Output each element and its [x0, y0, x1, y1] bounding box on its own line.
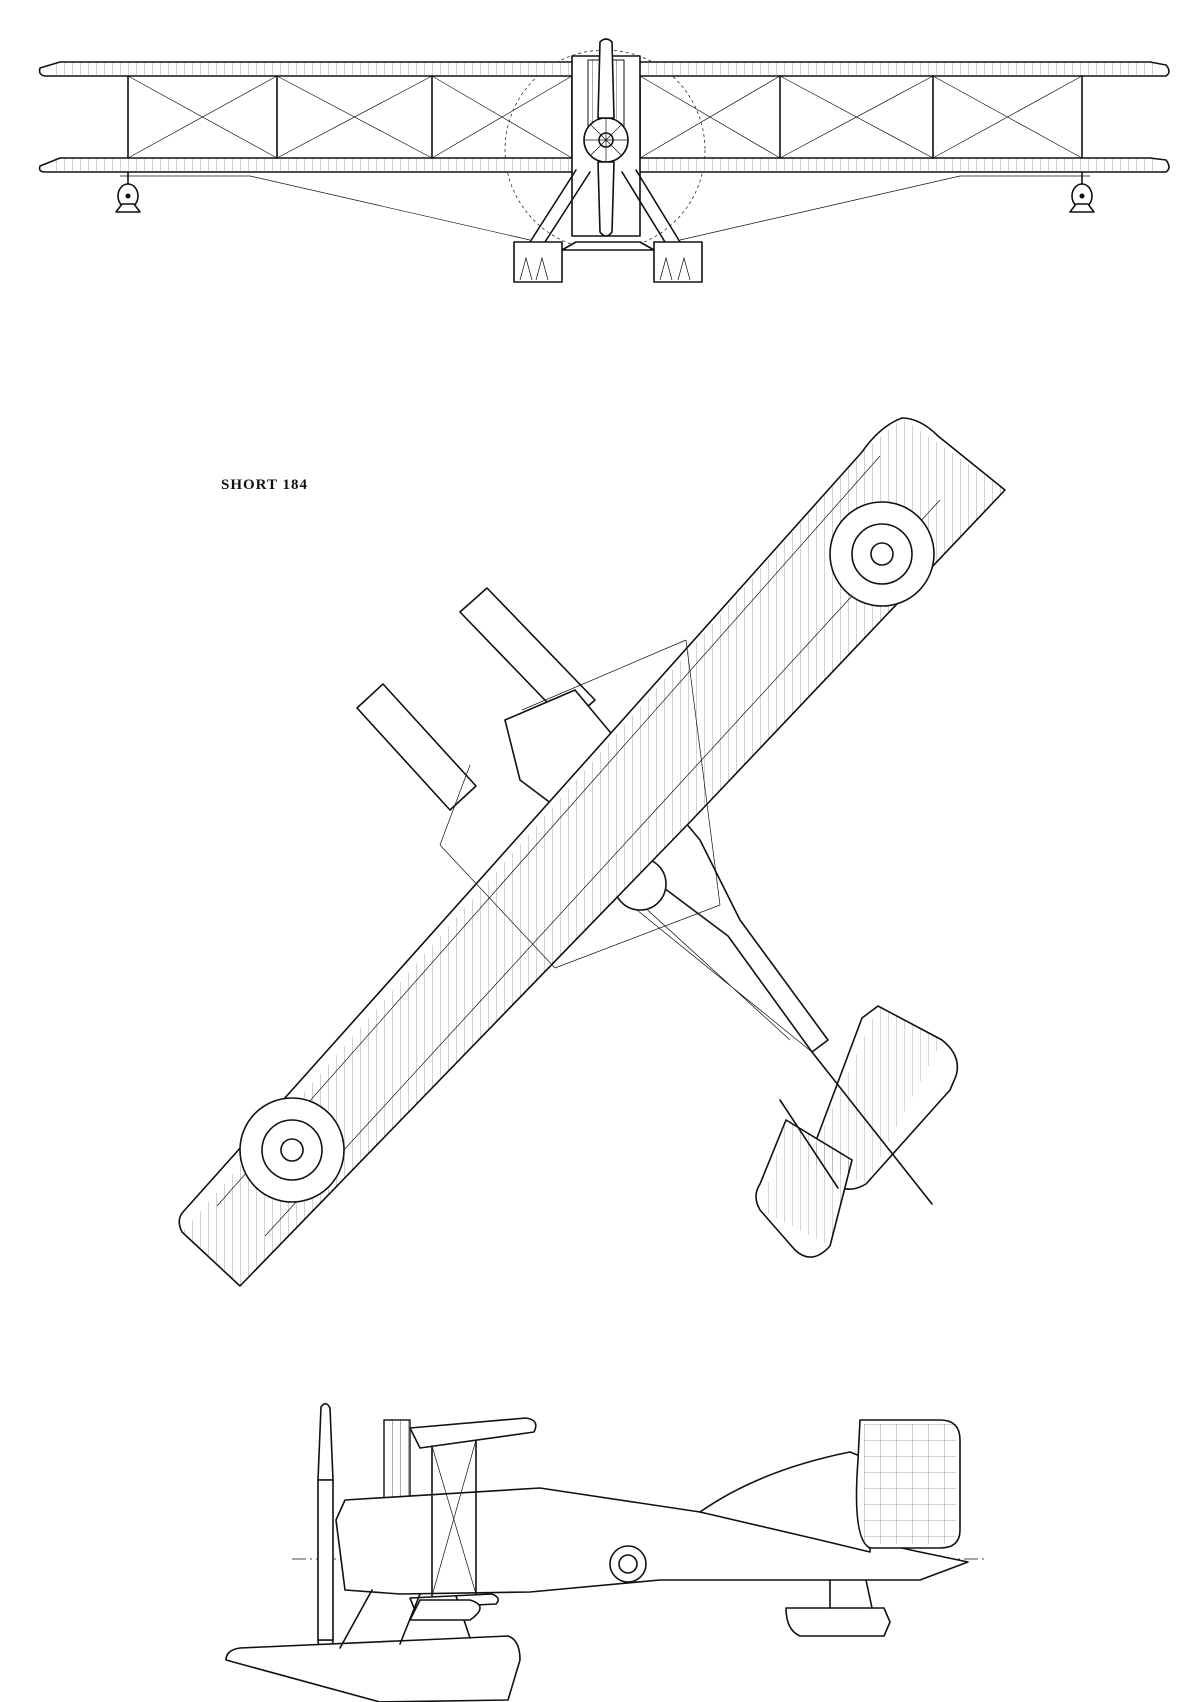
tail-float-side	[785, 1607, 891, 1637]
bracing-wires-front	[120, 75, 1090, 241]
wingtip-float-right	[1069, 171, 1095, 213]
rudder-plan	[779, 1051, 933, 1205]
float-plan-right	[459, 587, 596, 725]
exhaust-side	[409, 1599, 481, 1621]
float-right-front	[653, 241, 703, 283]
main-float-side	[225, 1635, 521, 1702]
plan-view	[178, 417, 1006, 1287]
upper-wing-side	[409, 1417, 537, 1449]
fuselage-side	[335, 1487, 969, 1595]
float-plan-left	[356, 683, 477, 811]
float-struts-front	[529, 169, 681, 243]
radiator-side	[383, 1419, 411, 1511]
propeller-blade-side-upper	[317, 1402, 334, 1481]
front-view	[38, 38, 1170, 283]
wingtip-float-left	[115, 171, 141, 213]
propeller-blade-upper	[597, 38, 615, 119]
side-view	[225, 1402, 985, 1702]
interplane-struts-side	[431, 1439, 477, 1597]
drawing-title: SHORT 184	[221, 477, 308, 493]
bracing-wires-plan	[439, 639, 721, 969]
float-left-front	[513, 241, 563, 283]
propeller-blade-lower	[597, 161, 615, 237]
